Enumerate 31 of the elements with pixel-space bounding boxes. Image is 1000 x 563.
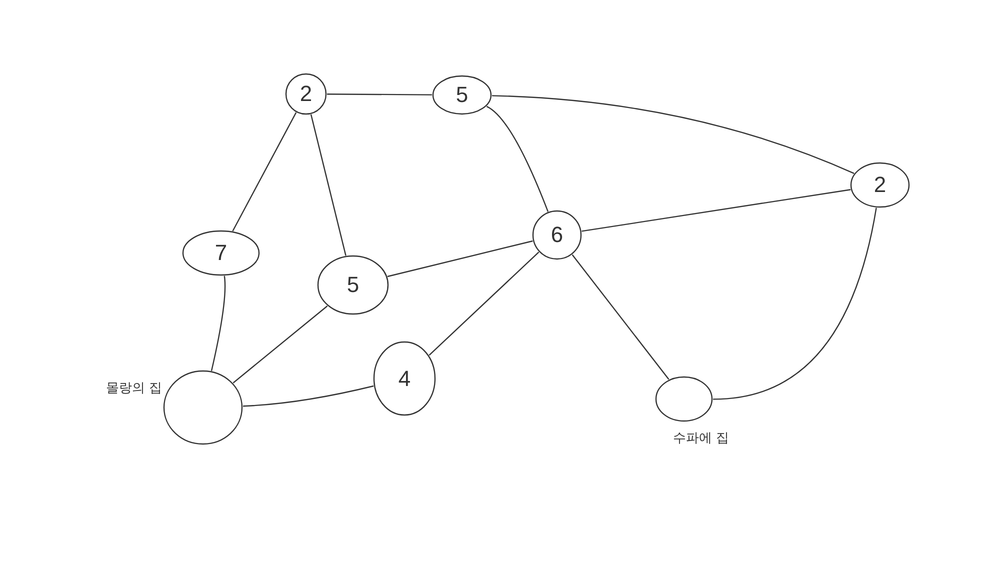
node-circle [850, 162, 910, 208]
connector-line [572, 254, 670, 380]
node-number: 2 [874, 174, 886, 196]
connector-line [428, 252, 540, 356]
connector-line [486, 106, 549, 212]
node-circle [432, 75, 492, 115]
node-circle [532, 210, 582, 260]
connector-line [210, 276, 226, 372]
connector-line [492, 95, 854, 174]
node-number: 2 [300, 83, 312, 105]
node-circle [373, 341, 436, 416]
node-circle [182, 230, 260, 276]
node-number: 5 [346, 274, 360, 296]
connector-line [232, 112, 297, 232]
node-number: 7 [214, 242, 228, 264]
connector-line [327, 94, 432, 96]
connector-line [712, 208, 877, 400]
node-number: 5 [456, 84, 468, 106]
node-number: 4 [398, 368, 411, 390]
connector-line [582, 189, 851, 232]
node-circle [163, 370, 243, 445]
node-number: 6 [550, 224, 564, 246]
connector-line [232, 306, 328, 384]
connector-line [310, 114, 346, 256]
place-label: 수파에 집 [673, 431, 730, 447]
place-label: 몰랑의 집 [106, 381, 162, 397]
connector-line [387, 240, 533, 278]
node-circle [285, 73, 327, 115]
node-circle [655, 376, 713, 422]
connector-line [242, 385, 374, 407]
node-circle [317, 255, 389, 315]
